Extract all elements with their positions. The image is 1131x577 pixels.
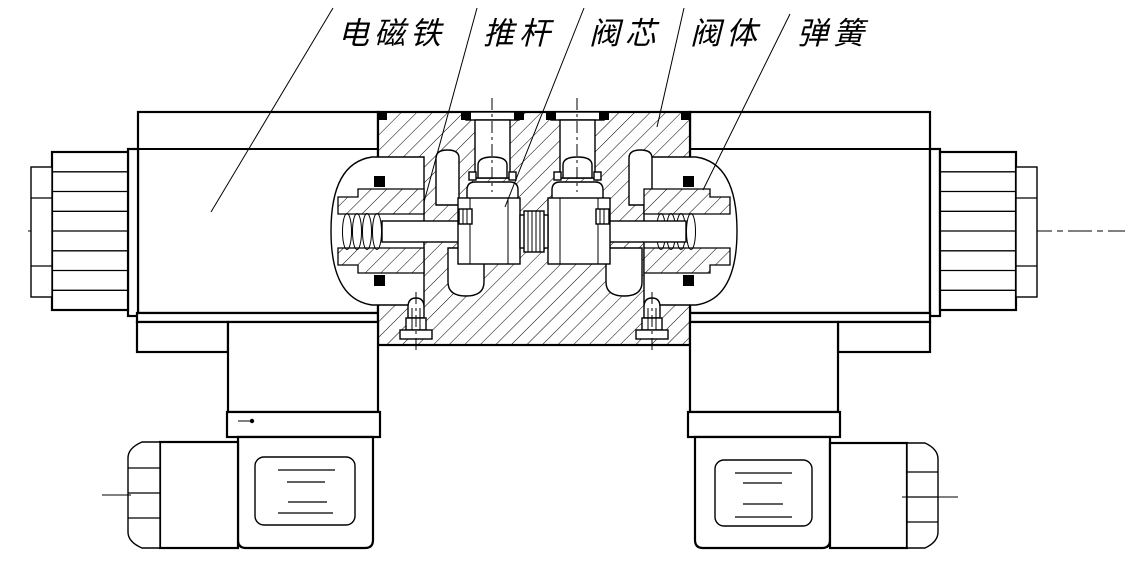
locating-pin-left (399, 292, 433, 352)
label-spool: 阀芯 (589, 16, 661, 52)
port-seal (461, 112, 471, 120)
port-seal (599, 112, 609, 120)
right-rib-end-cap (938, 150, 1038, 312)
right-push-rod (607, 220, 687, 243)
left-rib-end-cap (30, 150, 130, 312)
port-seal (514, 112, 524, 120)
right-spring-seat (643, 188, 731, 215)
left-spring-seat-lower (337, 247, 425, 274)
label-spring: 弹簧 (797, 16, 869, 52)
right-connector (686, 320, 958, 550)
left-connector (102, 320, 382, 550)
left-push-rod (381, 220, 461, 243)
label-valve-body: 阀体 (690, 16, 762, 52)
left-gallery (435, 149, 460, 206)
spool (457, 197, 611, 265)
corner-seal (681, 112, 690, 120)
leader-valve-body (656, 7, 685, 128)
left-solenoid (30, 110, 380, 354)
right-plug-label-plate (714, 459, 813, 527)
left-plug-label-plate (254, 456, 356, 526)
leader-spool (504, 7, 585, 208)
o-ring (683, 275, 694, 286)
right-gland-nut (906, 442, 939, 549)
left-spring-seat (337, 188, 425, 215)
corner-seal (378, 112, 387, 120)
right-cable-gland (828, 441, 909, 550)
part-labels: 电磁铁 推杆 阀芯 阀体 弹簧 (338, 16, 869, 52)
right-lower-gallery (605, 247, 643, 297)
right-spring-seat-lower (643, 247, 731, 274)
left-cable-gland (158, 440, 240, 550)
locating-pin-right (635, 292, 669, 352)
leader-lines (210, 7, 791, 213)
label-electromagnet: 电磁铁 (338, 16, 446, 52)
o-ring (374, 275, 385, 286)
label-push-rod: 推杆 (483, 16, 555, 52)
leader-spring (702, 13, 791, 191)
port-seal (546, 112, 556, 120)
o-ring (683, 176, 694, 187)
leader-push-rod (423, 7, 478, 203)
spool-assembly (337, 112, 731, 286)
leader-electromagnet (210, 7, 334, 213)
o-ring (374, 176, 385, 187)
left-gland-nut (127, 441, 161, 549)
right-solenoid (688, 110, 1038, 354)
